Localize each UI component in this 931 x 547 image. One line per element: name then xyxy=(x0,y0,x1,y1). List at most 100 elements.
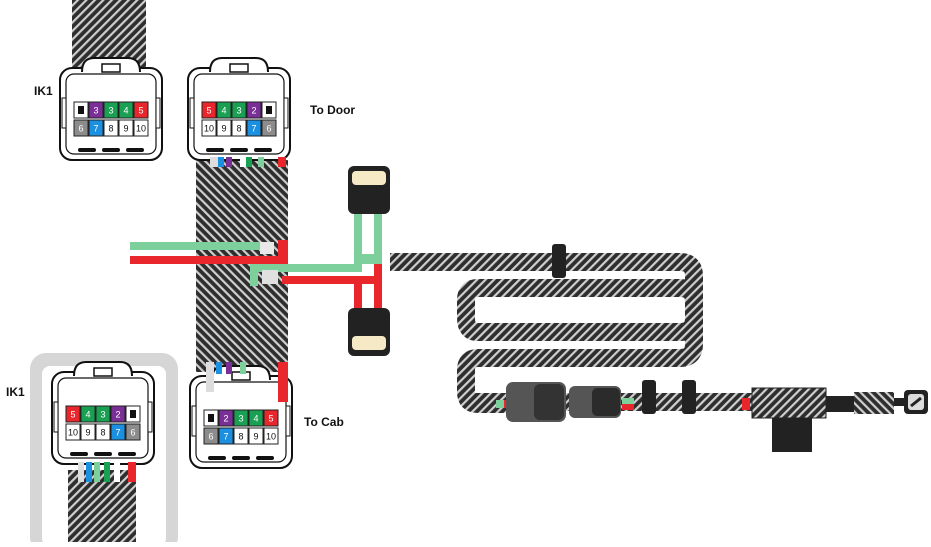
pin-number: 7 xyxy=(93,124,98,134)
pin-number: 9 xyxy=(221,124,226,134)
pin-number: 2 xyxy=(251,106,256,116)
grommet-2 xyxy=(682,380,696,414)
connector-pin xyxy=(133,119,149,137)
connector-pin xyxy=(88,101,104,119)
pin-number: 6 xyxy=(208,432,213,442)
pin-number: 4 xyxy=(123,106,128,116)
pin-number: 6 xyxy=(266,124,271,134)
pin-number: 4 xyxy=(221,106,226,116)
pin-number: 6 xyxy=(130,428,135,438)
connector-pin xyxy=(216,101,232,119)
connector-pin xyxy=(263,409,279,427)
grommet-top xyxy=(552,244,566,278)
pin-number: 5 xyxy=(138,106,143,116)
pin-number: 3 xyxy=(236,106,241,116)
pin-number: 4 xyxy=(85,410,90,420)
connector-pin xyxy=(80,405,96,423)
wire-splice-light xyxy=(260,242,274,254)
wire-green-left xyxy=(130,242,260,250)
connector-pin xyxy=(233,427,249,445)
connector-pin xyxy=(248,427,264,445)
pin-number: 5 xyxy=(206,106,211,116)
connector-pin xyxy=(118,101,134,119)
wire-red-down-2 xyxy=(374,264,382,312)
label-ik1-bottom: IK1 xyxy=(6,385,25,399)
connector-pin xyxy=(218,427,234,445)
plug-lower xyxy=(348,308,390,356)
pin-number: 7 xyxy=(115,428,120,438)
connector-pin xyxy=(248,409,264,427)
connector-pin xyxy=(201,101,217,119)
pin-number: 8 xyxy=(108,124,113,134)
pin-number: 10 xyxy=(136,124,146,134)
pin-number: 8 xyxy=(236,124,241,134)
connector-pin xyxy=(110,423,126,441)
connector-pin xyxy=(261,119,277,137)
wire-stubs-ik1-bottom xyxy=(78,462,136,482)
wire-green-mid xyxy=(622,398,634,404)
connector-pin xyxy=(110,405,126,423)
pin-number: 9 xyxy=(85,428,90,438)
wire-stubs-to-door xyxy=(210,157,286,167)
label-to-cab: To Cab xyxy=(304,415,344,429)
pin-number: 7 xyxy=(223,432,228,442)
wire-red-left xyxy=(130,256,280,264)
pin-number: 3 xyxy=(100,410,105,420)
pin-number: 3 xyxy=(108,106,113,116)
wire-green-up xyxy=(354,210,362,272)
label-to-door: To Door xyxy=(310,103,355,117)
connector-large xyxy=(506,382,621,422)
wire-stubs-to-cab xyxy=(206,362,288,402)
pin-number: 5 xyxy=(268,414,273,424)
connector-pin xyxy=(203,427,219,445)
connector-pin xyxy=(133,101,149,119)
connector-pin xyxy=(216,119,232,137)
door-lock-actuator xyxy=(742,387,928,452)
plug-upper xyxy=(348,166,390,214)
pin-number: 7 xyxy=(251,124,256,134)
wire-green-right xyxy=(250,264,358,272)
pin-number: 2 xyxy=(223,414,228,424)
pin-number: 6 xyxy=(78,124,83,134)
connector-pin xyxy=(65,405,81,423)
connector-pin xyxy=(231,101,247,119)
pin-number: 3 xyxy=(93,106,98,116)
pin-number: 9 xyxy=(123,124,128,134)
wire-green-up-2 xyxy=(374,210,382,256)
pin-number: 4 xyxy=(253,414,258,424)
pin-number: 8 xyxy=(100,428,105,438)
connector-pin xyxy=(246,119,262,137)
connector-pin xyxy=(125,423,141,441)
wire-red-down xyxy=(354,282,362,312)
pin-number: 3 xyxy=(238,414,243,424)
connector-pin xyxy=(103,101,119,119)
connector-pin xyxy=(95,405,111,423)
harness-serpentine xyxy=(390,253,703,413)
connector-pin xyxy=(95,423,111,441)
wire-splice-white xyxy=(262,270,278,284)
wire-red-mid xyxy=(622,404,634,410)
connector-pin xyxy=(88,119,104,137)
pin-number: 5 xyxy=(70,410,75,420)
connector-pin xyxy=(80,423,96,441)
connector-pin xyxy=(118,119,134,137)
wire-red-right xyxy=(282,276,378,284)
wire-green-stub xyxy=(496,400,504,408)
connector-pin xyxy=(73,119,89,137)
wire-green-drop xyxy=(250,264,258,286)
connector-pin xyxy=(201,119,217,137)
wire-green-junction xyxy=(362,254,382,264)
connector-pin xyxy=(218,409,234,427)
pin-number: 10 xyxy=(266,432,276,442)
pin-number: 10 xyxy=(68,428,78,438)
connector-pin xyxy=(231,119,247,137)
pin-number: 10 xyxy=(204,124,214,134)
wire-red-vertical xyxy=(278,240,288,264)
label-ik1-top: IK1 xyxy=(34,84,53,98)
